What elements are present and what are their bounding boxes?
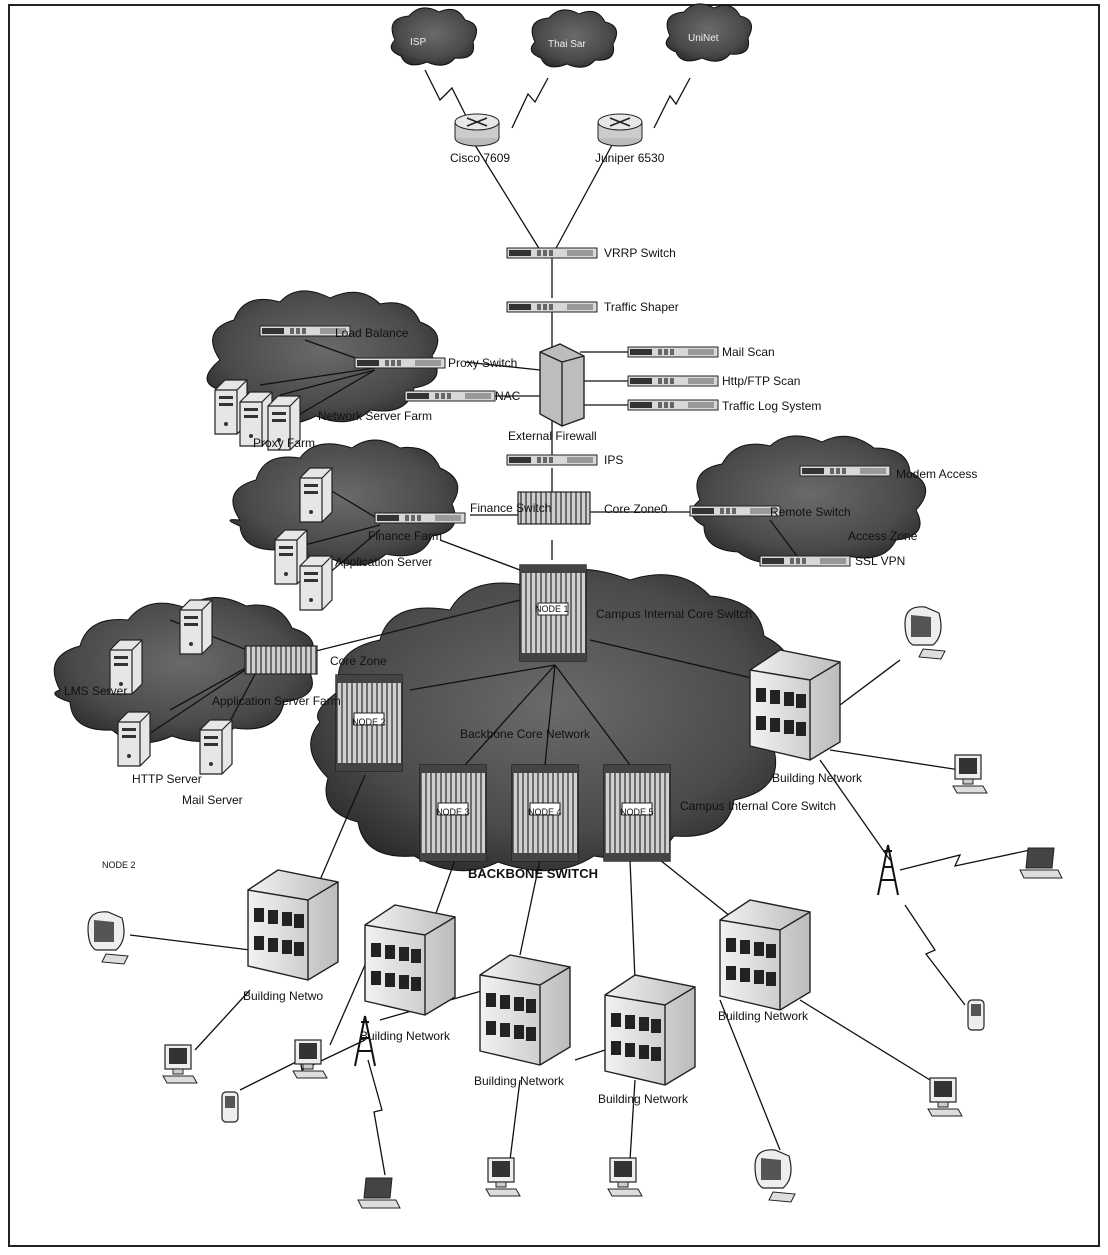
- finance-farm-label: Finance Farm: [368, 529, 442, 543]
- router-label-cisco: Cisco 7609: [450, 151, 510, 165]
- building-3: [479, 954, 571, 1066]
- building-label-6: Building Network: [772, 771, 863, 785]
- building-label-3: Building Network: [474, 1074, 565, 1088]
- ips-device: [506, 454, 598, 466]
- access-zone-cloud: [691, 435, 926, 566]
- access-zone-label: Access Zone: [848, 529, 918, 543]
- core-zone0-switch: [517, 491, 591, 525]
- modem-access-device: [799, 465, 891, 477]
- mail-server-label: Mail Server: [182, 793, 243, 807]
- link-lines: [129, 144, 961, 1161]
- campus-core-bottom-label: Campus Internal Core Switch: [680, 799, 836, 813]
- node-5-label: NODE 5: [620, 807, 654, 817]
- campus-core-top-label: Campus Internal Core Switch: [596, 607, 752, 621]
- stray-node-label: NODE 2: [102, 860, 136, 870]
- building-label-4: Building Network: [598, 1092, 689, 1106]
- lms-server-label: LMS Server: [64, 684, 127, 698]
- nac-device: [404, 390, 496, 402]
- node-2-label: NODE 2: [352, 717, 386, 727]
- isp-cloud-3: [665, 3, 753, 62]
- ssl-vpn-label: SSL VPN: [855, 554, 905, 568]
- nac-label: NAC: [495, 389, 521, 403]
- node-1-label: NODE 1: [535, 604, 569, 614]
- proxy-switch: [354, 357, 446, 369]
- node-4-label: NODE 4: [528, 807, 562, 817]
- traffic-log-device: [627, 399, 719, 411]
- backbone-core-label: Backbone Core Network: [460, 727, 591, 741]
- building-1: [247, 869, 339, 981]
- backbone-switch-label: BACKBONE SWITCH: [468, 866, 598, 881]
- firewall-icon: [539, 343, 585, 427]
- building-label-5: Building Network: [718, 1009, 809, 1023]
- building-2: [364, 904, 456, 1016]
- mail-scan-label: Mail Scan: [722, 345, 775, 359]
- router-label-juniper: Juniper 6530: [595, 151, 665, 165]
- ips-label: IPS: [604, 453, 623, 467]
- isp-cloud-1: [390, 7, 478, 66]
- network-server-farm-label: Network Server Farm: [318, 409, 432, 423]
- router-cisco: [454, 113, 500, 147]
- http-server-label: HTTP Server: [132, 772, 202, 786]
- mail-scan-device: [627, 346, 719, 358]
- isp-cloud-2: [530, 9, 618, 68]
- http-ftp-scan-device: [627, 375, 719, 387]
- load-balance-label: Load Balance: [335, 326, 409, 340]
- core-zone-label: Core Zone: [330, 654, 387, 668]
- building-label-2: Building Network: [360, 1029, 451, 1043]
- traffic-shaper: [506, 301, 598, 313]
- proxy-farm-label: Proxy Farm: [253, 436, 315, 450]
- vrrp-label: VRRP Switch: [604, 246, 676, 260]
- proxy-switch-label: Proxy Switch: [448, 356, 517, 370]
- remote-switch: [689, 505, 781, 517]
- finance-farm-cloud: [229, 439, 459, 566]
- firewall-label: External Firewall: [508, 429, 597, 443]
- node-3-label: NODE 3: [436, 807, 470, 817]
- vrrp-switch: [506, 247, 598, 259]
- building-6: [749, 649, 841, 761]
- core-zone-switch: [244, 645, 318, 675]
- isp-label-2: Thai Sar: [548, 39, 586, 50]
- modem-access-label: Modem Access: [896, 467, 977, 481]
- ssl-vpn-device: [759, 555, 851, 567]
- traffic-log-label: Traffic Log System: [722, 399, 821, 413]
- core-zone0-label: Core Zone0: [604, 502, 668, 516]
- isp-label-3: UniNet: [688, 33, 719, 44]
- diagram-frame: [8, 4, 1100, 1247]
- router-juniper: [597, 113, 643, 147]
- wireless-links: [239, 69, 1031, 1176]
- app-server-farm-label: Application Server Farm: [212, 694, 341, 708]
- isp-label-1: ISP: [410, 37, 426, 48]
- building-label-1: Building Netwo: [243, 989, 323, 1003]
- finance-switch-label: Finance Switch: [470, 501, 551, 515]
- building-5: [719, 899, 811, 1011]
- building-4: [604, 974, 696, 1086]
- shaper-label: Traffic Shaper: [604, 300, 679, 314]
- remote-switch-label: Remote Switch: [770, 505, 851, 519]
- http-scan-label: Http/FTP Scan: [722, 374, 800, 388]
- application-server-label: Application Server: [335, 555, 432, 569]
- finance-switch: [374, 512, 466, 524]
